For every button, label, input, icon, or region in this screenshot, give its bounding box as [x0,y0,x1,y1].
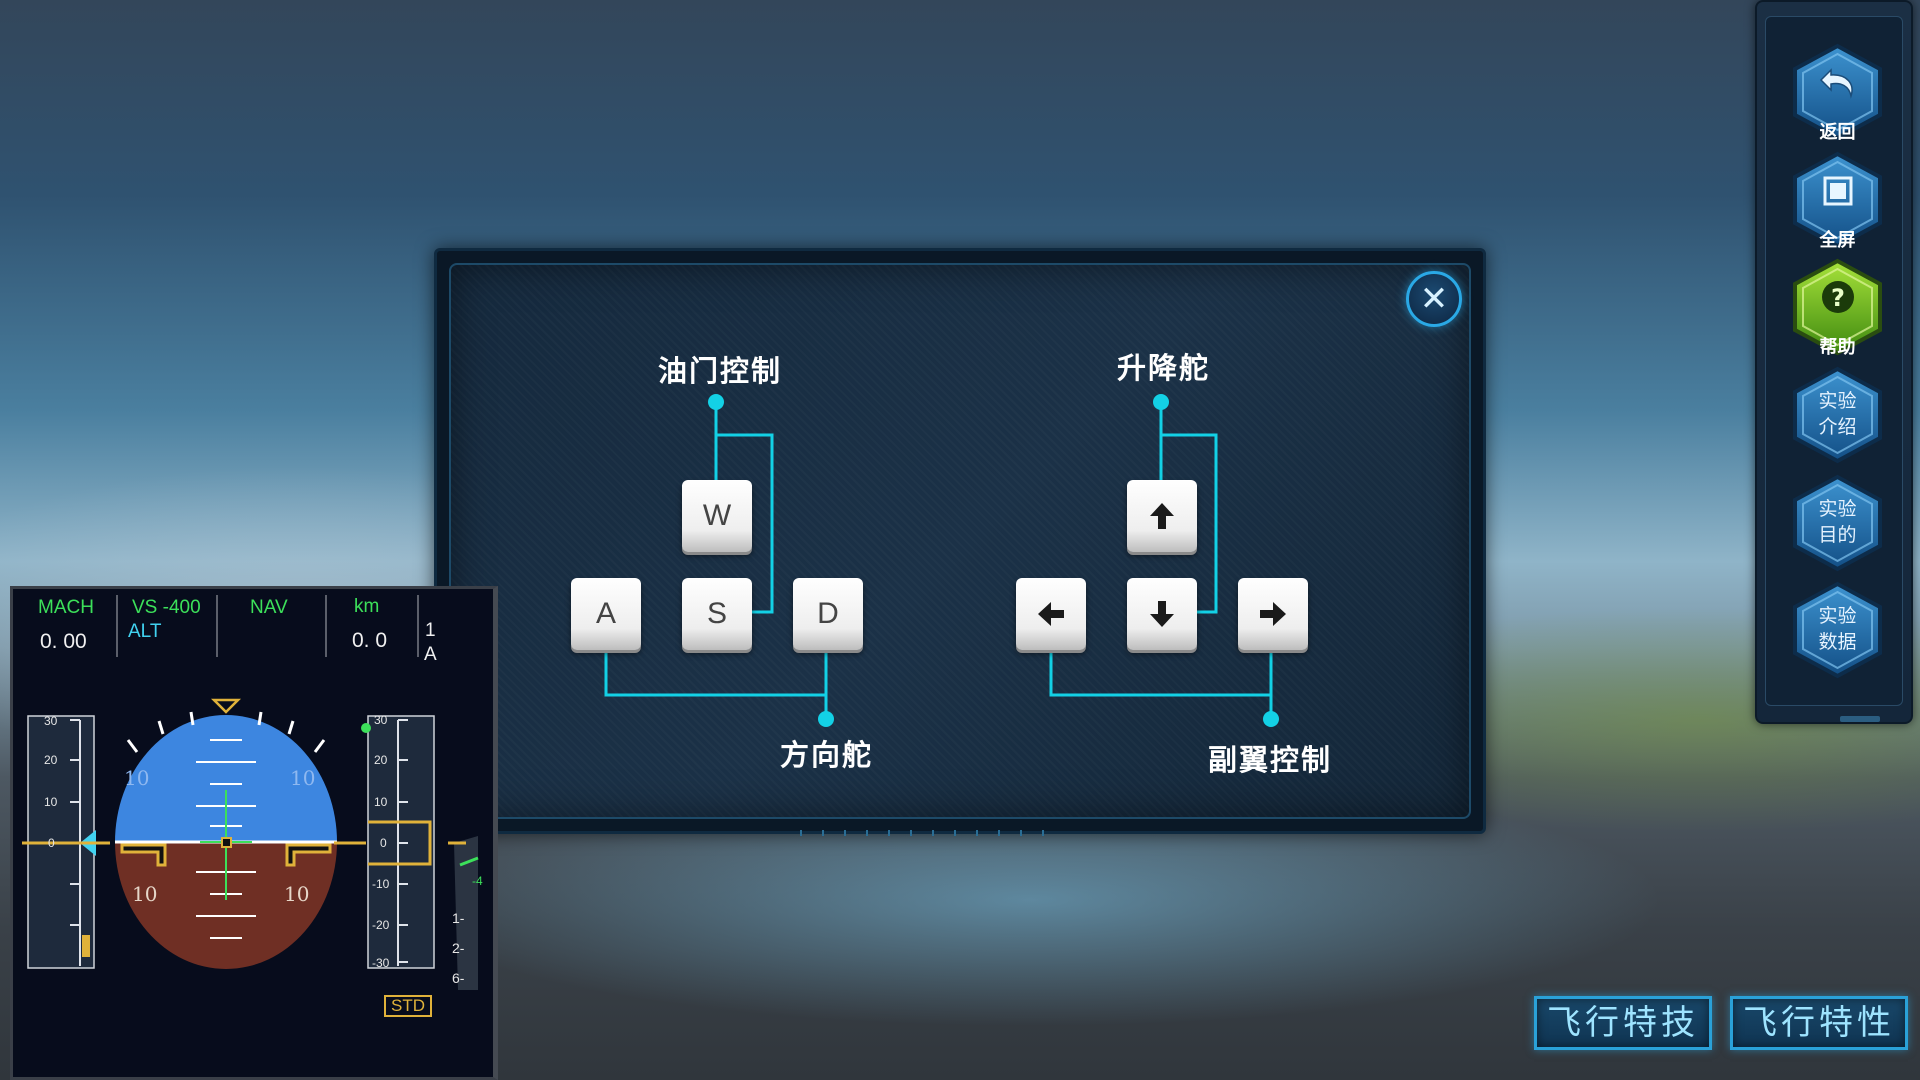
pfd-divider [116,595,118,657]
partial-readout-1: 1 [425,620,436,641]
pitch-label: 10 [132,882,158,906]
key-arrow-right [1238,578,1308,650]
fullscreen-icon [1823,176,1853,206]
key-arrow-left [1016,578,1086,650]
close-button[interactable]: ✕ [1406,271,1462,327]
hexagon-frame [1793,43,1882,141]
pitch-label: 10 [290,766,316,790]
flight-characteristics-button[interactable]: 飞行特性 [1730,996,1908,1050]
dialog-panel [449,263,1471,819]
mach-label: MACH [38,597,94,618]
back-arrow-icon [1819,68,1853,99]
pfd-header [13,589,493,667]
altitude-tick: -10 [372,877,390,891]
arrow-left-icon [1038,602,1064,626]
help-label: 帮助 [1819,337,1856,358]
altitude-tick: 20 [374,753,388,767]
arrow-right-icon [1260,602,1286,626]
fullscreen-button[interactable]: 全屏 [1790,150,1885,251]
key-arrow-down [1127,578,1197,650]
altitude-tick: -20 [372,918,390,932]
arrow-down-icon [1150,601,1174,627]
pfd-divider [325,595,327,657]
std-pressure-badge: STD [384,995,432,1017]
vertical-speed-tick: 6- [452,970,465,986]
elevator-label: 升降舵 [1117,351,1211,385]
altitude-tick: 0 [380,836,387,850]
experiment-data-button[interactable]: 实验 数据 [1790,580,1885,680]
experiment-intro-label-2: 介绍 [1818,416,1857,438]
back-label: 返回 [1819,122,1856,143]
experiment-data-label-2: 数据 [1818,631,1857,653]
back-button[interactable]: 返回 [1790,42,1885,143]
key-w: W [682,480,752,552]
hexagon-frame [1793,474,1882,572]
svg-text:?: ? [1831,284,1845,312]
experiment-intro-label-1: 实验 [1818,390,1857,412]
speed-tick: 20 [44,753,58,767]
question-icon: ? [1822,281,1854,313]
vertical-speed-tick: 2- [452,940,465,956]
altitude-tick: -30 [372,956,390,970]
pfd-divider [216,595,218,657]
key-s: S [682,578,752,650]
key-a: A [571,578,641,650]
vertical-speed-tick: -4 [472,874,483,888]
flight-aerobatics-button[interactable]: 飞行特技 [1534,996,1712,1050]
experiment-intro-button[interactable]: 实验 介绍 [1790,365,1885,465]
altitude-mode: ALT [128,621,162,642]
speed-tick: 0 [48,836,55,850]
pitch-label: 10 [124,766,150,790]
altitude-tick: 10 [374,795,388,809]
close-icon: ✕ [1419,279,1449,319]
distance-unit: km [354,596,380,617]
arrow-up-icon [1150,503,1174,529]
vertical-speed-mode: VS -400 [132,597,201,618]
hexagon-frame [1793,366,1882,464]
altitude-tick: 30 [374,713,388,727]
nav-mode: NAV [250,597,288,618]
speed-tick: 30 [44,714,58,728]
rudder-label: 方向舵 [780,738,874,772]
vertical-speed-tick: 1- [452,910,465,926]
pfd-divider [417,595,419,657]
experiment-data-label-1: 实验 [1818,605,1857,627]
fullscreen-label: 全屏 [1819,230,1856,251]
distance-value: 0. 0 [352,629,388,652]
pitch-label: 10 [284,882,310,906]
sidebar-handle [1840,716,1880,722]
dialog-decoration [800,830,1050,836]
key-d: D [793,578,863,650]
throttle-control-label: 油门控制 [658,354,783,388]
hexagon-frame [1793,151,1882,249]
partial-readout-a: A [424,644,437,665]
experiment-purpose-button[interactable]: 实验 目的 [1790,473,1885,573]
experiment-purpose-label-2: 目的 [1818,524,1857,546]
experiment-purpose-label-1: 实验 [1818,498,1857,520]
speed-tick: 10 [44,795,58,809]
mach-value: 0. 00 [40,630,87,653]
help-button[interactable]: ? 帮助 [1790,257,1885,358]
aileron-control-label: 副翼控制 [1208,743,1333,777]
control-help-dialog [434,248,1486,834]
hexagon-frame [1793,581,1882,679]
key-arrow-up [1127,480,1197,552]
